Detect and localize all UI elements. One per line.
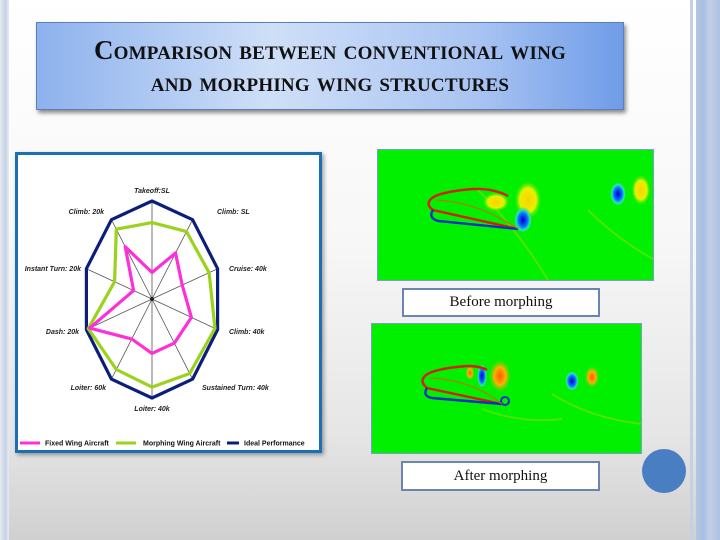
radar-spoke (111, 219, 153, 300)
radar-spoke (86, 268, 153, 300)
side-stripe-wide (696, 0, 720, 540)
radar-axis-label: Dash: 20k (46, 329, 80, 336)
radar-spoke (86, 298, 153, 330)
radar-axis-label: Cruise: 40k (229, 266, 268, 273)
slide-title-line-1: Comparison between conventional wing (93, 35, 567, 65)
after-morphing-caption: After morphing (401, 461, 600, 491)
radar-spoke (151, 298, 218, 330)
radar-series-ideal-performance (84, 199, 220, 400)
decorative-circle (642, 449, 686, 493)
slide-title-line-2: and morphing wing structures (150, 67, 510, 97)
radar-spoke (151, 268, 218, 300)
radar-axis-label: Climb: 40k (229, 329, 266, 336)
cfd-before-image (377, 149, 654, 281)
side-stripe-thin (690, 0, 693, 540)
radar-spoke (151, 298, 193, 380)
vorticity-field-before (427, 174, 653, 280)
vorticity-field-after (421, 358, 641, 425)
radar-axis-label: Climb: SL (217, 209, 250, 216)
radar-axis-label: Instant Turn: 20k (25, 266, 82, 273)
radar-series-morphing-wing-aircraft (86, 220, 217, 389)
radar-axis-label: Climb: 20k (69, 209, 106, 216)
legend-label: Ideal Performance (244, 441, 305, 448)
radar-axis-label: Takeoff:SL (134, 188, 170, 195)
radar-axis-label: Sustained Turn: 40k (202, 385, 270, 392)
radar-series-fixed-wing-aircraft (88, 245, 193, 355)
left-stripe (0, 0, 9, 540)
legend-label: Morphing Wing Aircraft (143, 441, 221, 448)
before-morphing-caption: Before morphing (402, 288, 600, 317)
legend-label: Fixed Wing Aircraft (45, 441, 110, 448)
cfd-after-image (371, 323, 642, 454)
radar-axis-label: Loiter: 40k (134, 406, 171, 413)
slide-title-box: Comparison between conventional wing and… (36, 22, 624, 110)
radar-axis-label: Loiter: 60k (71, 385, 108, 392)
